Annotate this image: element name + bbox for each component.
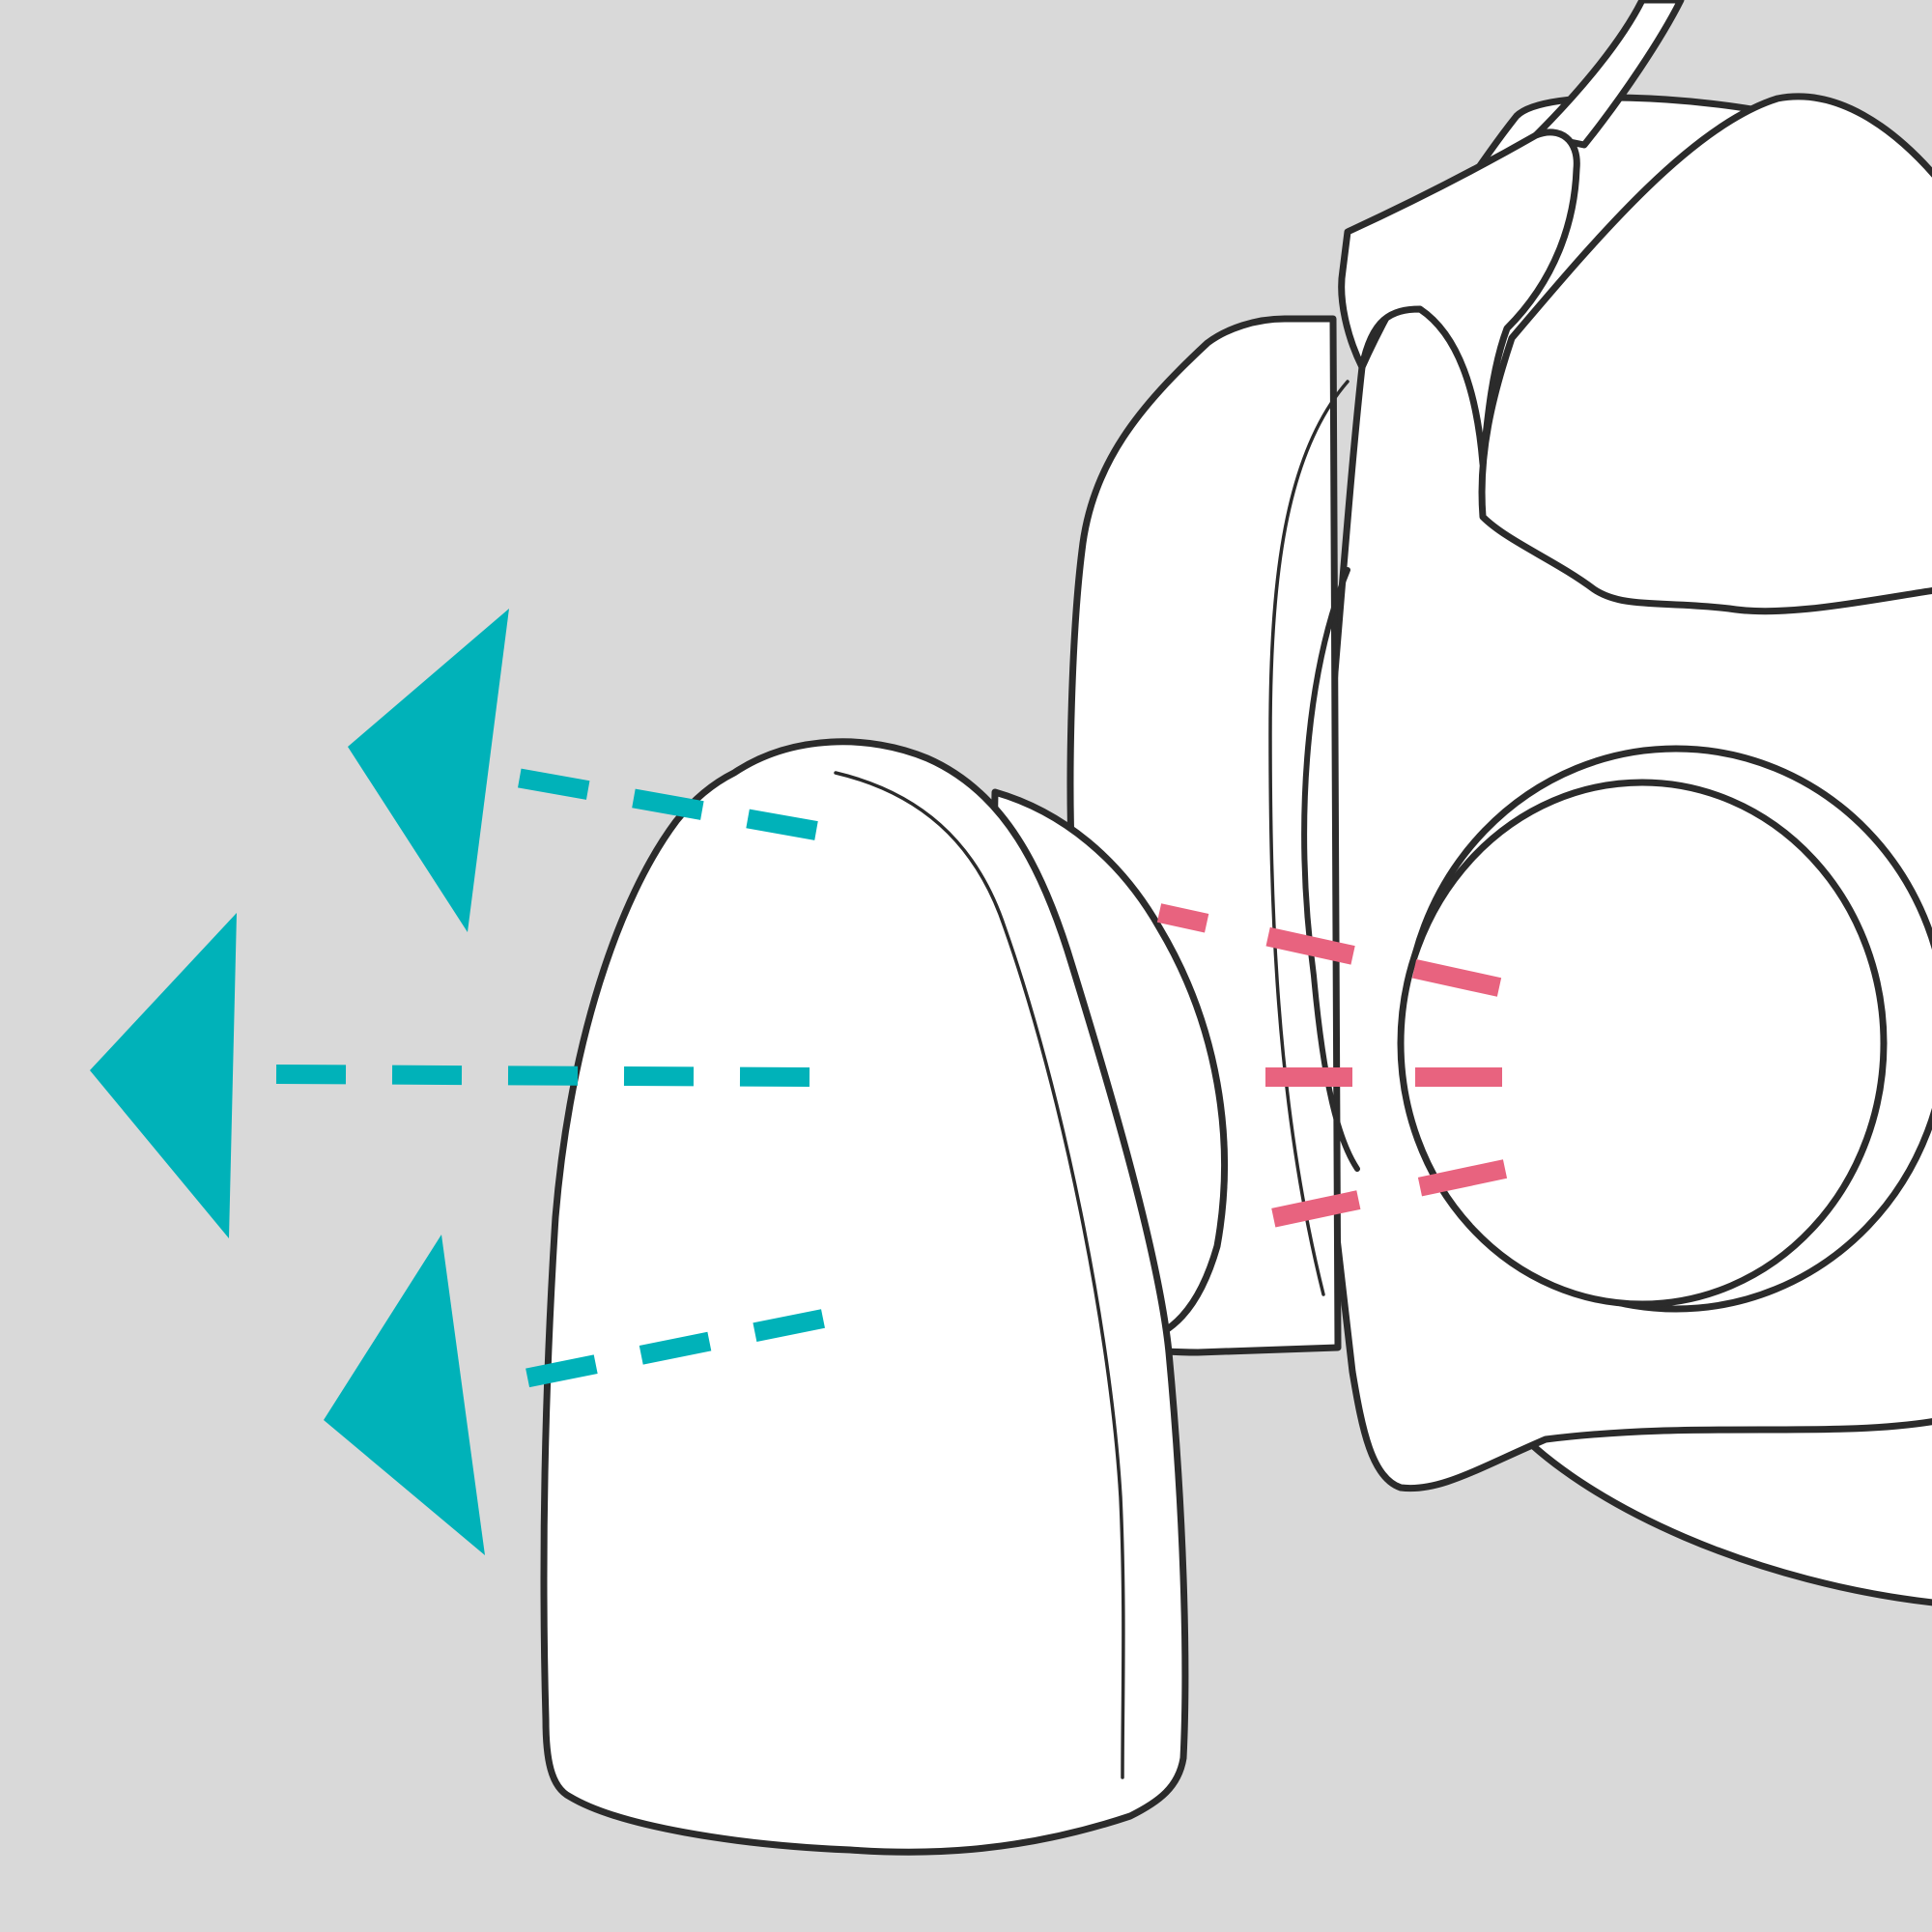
gasket-strip — [1268, 380, 1350, 1296]
filter-cartridge — [540, 738, 1189, 1856]
outflow-arrowhead-2 — [90, 913, 237, 1238]
valve-disc — [1397, 779, 1888, 1308]
inflow-line-3 — [1264, 1159, 1508, 1229]
outflow-arrowhead-1 — [348, 609, 509, 932]
upper-window — [1478, 93, 1932, 615]
inflow-line-1 — [1156, 903, 1502, 997]
gasket-strip-inner — [1301, 567, 1360, 1172]
outflow-arrows — [90, 609, 825, 1555]
inflow-lines — [1156, 903, 1508, 1229]
outflow-shaft-1 — [515, 768, 818, 840]
outflow-shaft-3 — [508, 1309, 825, 1391]
outflow-arrowhead-3 — [324, 1235, 485, 1555]
outflow-shaft-2 — [270, 1065, 810, 1087]
cartridge-seam — [834, 771, 1125, 1779]
side-clip — [1338, 128, 1580, 468]
strap-connector — [1532, 0, 1685, 149]
